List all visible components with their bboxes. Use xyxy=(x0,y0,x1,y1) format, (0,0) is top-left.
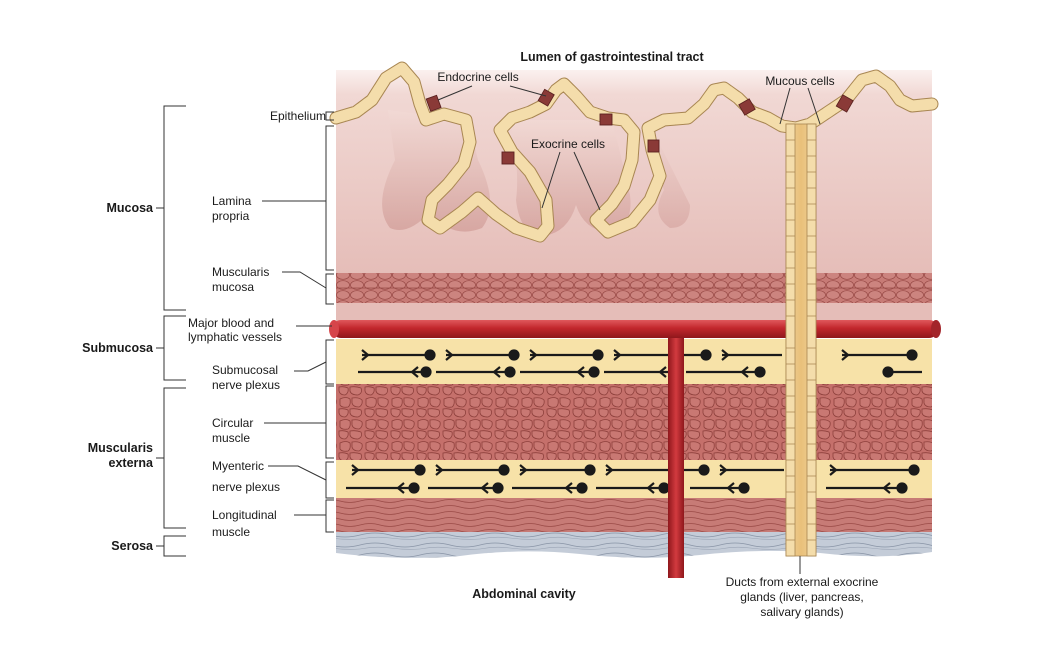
label-musc-mucosa-line2: mucosa xyxy=(212,280,254,294)
label-myenteric-line2: nerve plexus xyxy=(212,480,280,494)
abdominal-cavity-title: Abdominal cavity xyxy=(472,587,576,601)
epithelium-cells xyxy=(329,61,939,243)
label-musc-mucosa-line1: Muscularis xyxy=(212,265,269,279)
group-muscularis-line2: externa xyxy=(109,456,155,470)
longitudinal-muscle-layer xyxy=(336,498,932,532)
group-submucosa: Submucosa xyxy=(82,341,154,355)
label-circular-line1: Circular xyxy=(212,416,253,430)
label-vessels-line2: lymphatic vessels xyxy=(188,330,282,344)
layer-brackets xyxy=(325,111,334,533)
label-epithelium: Epithelium xyxy=(270,109,326,123)
label-exocrine-cells: Exocrine cells xyxy=(531,137,605,151)
endocrine-cell-markers xyxy=(425,88,854,165)
myenteric-plexus-band xyxy=(336,460,932,498)
label-ducts-line1: Ducts from external exocrine xyxy=(726,575,879,589)
label-longitudinal-line1: Longitudinal xyxy=(212,508,277,522)
gland-pit-right xyxy=(650,125,690,228)
label-lamina-line2: propria xyxy=(212,209,250,223)
group-serosa: Serosa xyxy=(111,539,154,553)
group-brackets xyxy=(156,105,186,557)
gland-pit-left xyxy=(382,110,491,232)
label-lamina-line1: Lamina xyxy=(212,194,252,208)
label-mucous-cells: Mucous cells xyxy=(765,74,834,88)
leader-lines xyxy=(262,85,821,574)
label-vessels-line1: Major blood and xyxy=(188,316,274,330)
label-ducts-line3: salivary glands) xyxy=(760,605,843,619)
myenteric-nerve-fibers xyxy=(346,464,920,494)
circular-muscle-layer xyxy=(336,384,932,460)
label-ducts-line2: glands (liver, pancreas, xyxy=(740,590,863,604)
label-circular-line2: muscle xyxy=(212,431,250,445)
submucosal-nerve-fibers xyxy=(358,349,922,378)
group-muscularis-line1: Muscularis xyxy=(88,441,153,455)
group-mucosa: Mucosa xyxy=(106,201,154,215)
serosa-layer xyxy=(336,532,932,558)
lumen-title: Lumen of gastrointestinal tract xyxy=(520,50,704,64)
label-submucosal-line2: nerve plexus xyxy=(212,378,280,392)
submucosal-plexus-band xyxy=(336,339,932,384)
exocrine-duct xyxy=(785,123,817,557)
label-endocrine-cells: Endocrine cells xyxy=(437,70,518,84)
label-myenteric-line1: Myenteric xyxy=(212,459,264,473)
label-submucosal-line1: Submucosal xyxy=(212,363,278,377)
label-longitudinal-line2: muscle xyxy=(212,525,250,539)
